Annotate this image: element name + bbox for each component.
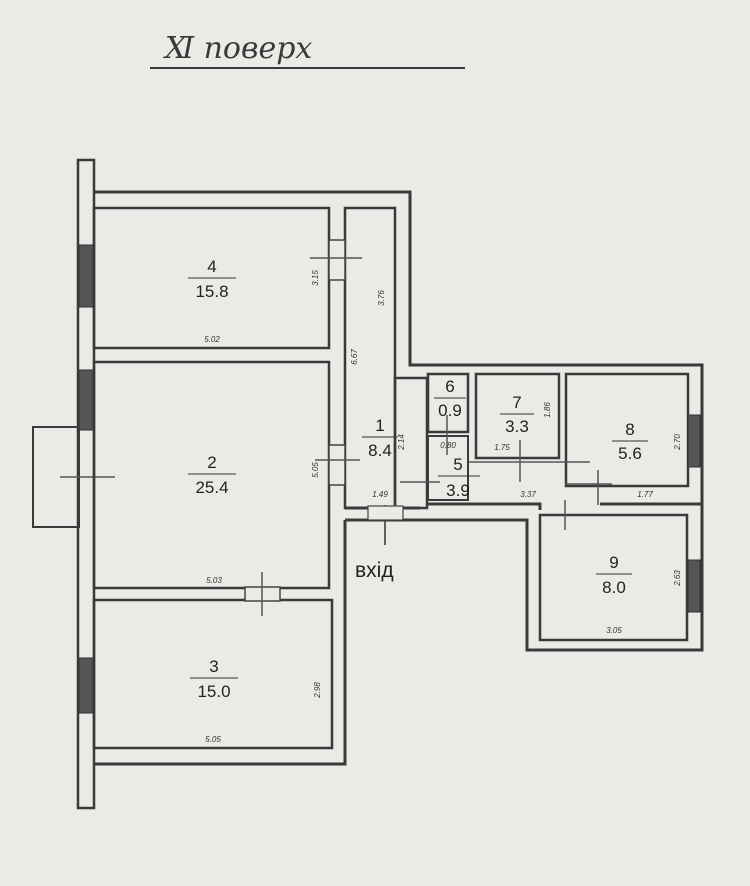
dim-r3-height: 2.98 [313,682,322,699]
dim-r8-width: 1.77 [637,490,653,499]
room-number: 8 [625,420,634,439]
room-area: 5.6 [618,444,642,463]
entry-arrow [367,505,404,545]
room-number: 1 [375,416,384,435]
entry-label: вхід [355,559,394,582]
floor-title: Ⅺ поверх [163,31,312,66]
dim-r6-width: 0.80 [440,441,456,450]
room-area: 8.0 [602,578,626,597]
room-number: 3 [209,657,218,676]
room-area: 0.9 [438,401,462,420]
dim-r3-width: 5.05 [205,735,221,744]
dim-r4-width: 5.02 [204,335,220,344]
room-area: 15.8 [195,282,228,301]
dim-r2-height: 5.05 [311,462,320,478]
room-3 [92,598,334,750]
dim-r7-height: 1.86 [543,402,552,418]
balcony [32,426,115,528]
dim-r8-height: 2.70 [673,434,682,451]
east-windows [687,414,701,613]
dim-r1-depth: 2.14 [397,434,406,451]
room-area: 25.4 [195,478,228,497]
door-room-2-3 [244,572,281,616]
room-area: 8.4 [368,441,392,460]
room-2 [92,360,331,590]
south-wall [94,520,347,766]
dim-corridor-upper: 3.76 [377,290,386,306]
west-wall [76,158,96,810]
room-number: 2 [207,453,216,472]
room-number: 5 [453,455,462,474]
dim-r2-width: 5.03 [206,576,222,585]
dim-r7-width: 1.75 [494,443,510,452]
room-number: 9 [609,553,618,572]
room-number: 4 [207,257,216,276]
dimension-labels: 5.02 3.15 5.03 5.05 5.05 2.98 3.76 6.67 … [204,270,682,744]
dim-r9-width: 3.05 [606,626,622,635]
dim-corridor-length: 6.67 [350,349,359,365]
room-area: 15.0 [197,682,230,701]
room-labels: 4 15.8 2 25.4 3 15.0 1 8.4 6 0.9 7 3.3 5… [188,257,648,701]
dim-r9-height: 2.63 [673,570,682,587]
corridor [310,206,420,510]
room-area: 3.9 [446,481,470,500]
room-number: 6 [445,377,454,396]
service-block [393,372,702,642]
room-number: 7 [512,393,521,412]
room-area: 3.3 [505,417,529,436]
dim-r1-width: 1.49 [372,490,388,499]
dim-r5-width: 3.37 [520,490,536,499]
dim-r4-height: 3.15 [311,270,320,286]
